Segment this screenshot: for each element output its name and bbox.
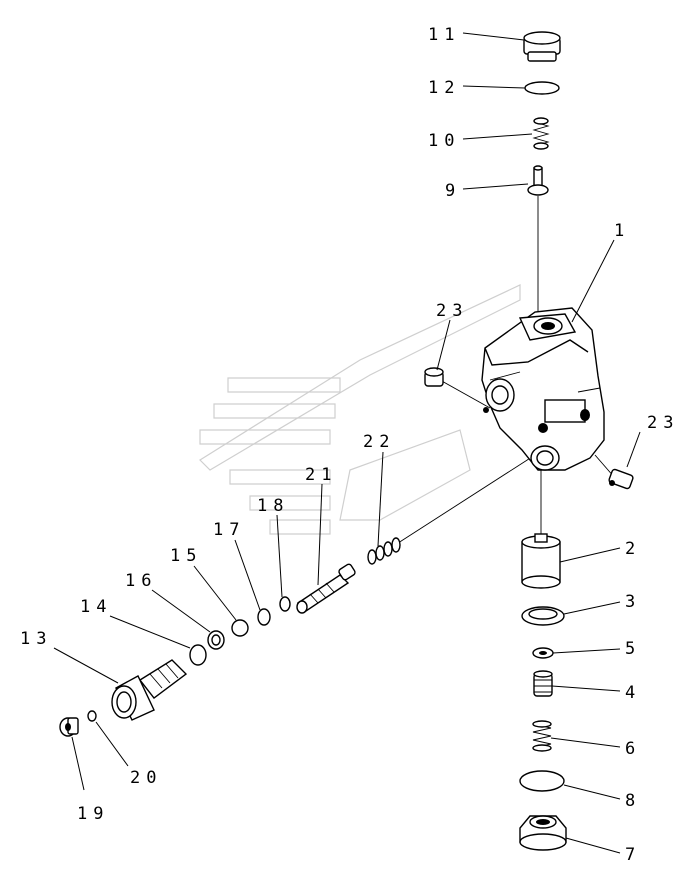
part-labels: 11 12 10 9 1 23 23 22 21 18 17 15 16 14 … <box>20 25 679 865</box>
part-15-ring <box>231 619 249 637</box>
label-18: 18 <box>257 496 289 516</box>
label-13: 13 <box>20 629 52 649</box>
part-7-cap <box>519 815 567 851</box>
label-7: 7 <box>625 845 641 865</box>
watermark-logo <box>199 284 521 535</box>
part-22-spring <box>367 537 401 565</box>
part-8-o-ring <box>519 770 565 792</box>
label-6: 6 <box>625 739 641 759</box>
part-5-washer <box>532 647 554 659</box>
part-9-pin <box>527 165 549 196</box>
label-3: 3 <box>625 592 641 612</box>
part-23-left-plug <box>424 367 444 387</box>
label-14: 14 <box>80 597 112 617</box>
label-21: 21 <box>305 465 337 485</box>
part-1-valve-body <box>481 307 605 471</box>
part-17-ring <box>257 608 271 626</box>
axis-23-left <box>439 379 491 409</box>
label-11: 11 <box>428 25 460 45</box>
part-6-spring <box>532 720 552 752</box>
label-2: 2 <box>625 539 641 559</box>
part-12-o-ring <box>524 81 560 95</box>
part-4-valve <box>533 670 553 697</box>
axis-diagonal <box>394 454 536 546</box>
part-20-ring <box>87 710 97 722</box>
label-20: 20 <box>130 768 162 788</box>
part-10-spring <box>532 117 550 150</box>
part-16-washer <box>207 630 225 650</box>
part-14-o-ring <box>189 644 207 666</box>
label-16: 16 <box>125 571 157 591</box>
label-15: 15 <box>170 546 202 566</box>
part-19-plug <box>59 717 79 737</box>
label-4: 4 <box>625 683 641 703</box>
label-23-right: 23 <box>647 413 679 433</box>
label-22: 22 <box>363 432 395 452</box>
part-2-cylinder <box>521 533 561 589</box>
label-8: 8 <box>625 791 641 811</box>
part-11-plug <box>523 31 561 62</box>
part-21-spool <box>296 563 356 614</box>
leader-lines <box>53 32 641 854</box>
label-12: 12 <box>428 78 460 98</box>
label-17: 17 <box>213 520 245 540</box>
label-23-left: 23 <box>436 301 468 321</box>
part-23-right-plug <box>608 468 634 490</box>
label-19: 19 <box>77 804 109 824</box>
part-13-fitting <box>111 659 188 721</box>
label-10: 10 <box>428 131 460 151</box>
part-3-ring <box>521 606 565 626</box>
label-9: 9 <box>445 181 461 201</box>
part-18-ring <box>279 596 291 612</box>
label-1: 1 <box>614 221 630 241</box>
label-5: 5 <box>625 639 641 659</box>
